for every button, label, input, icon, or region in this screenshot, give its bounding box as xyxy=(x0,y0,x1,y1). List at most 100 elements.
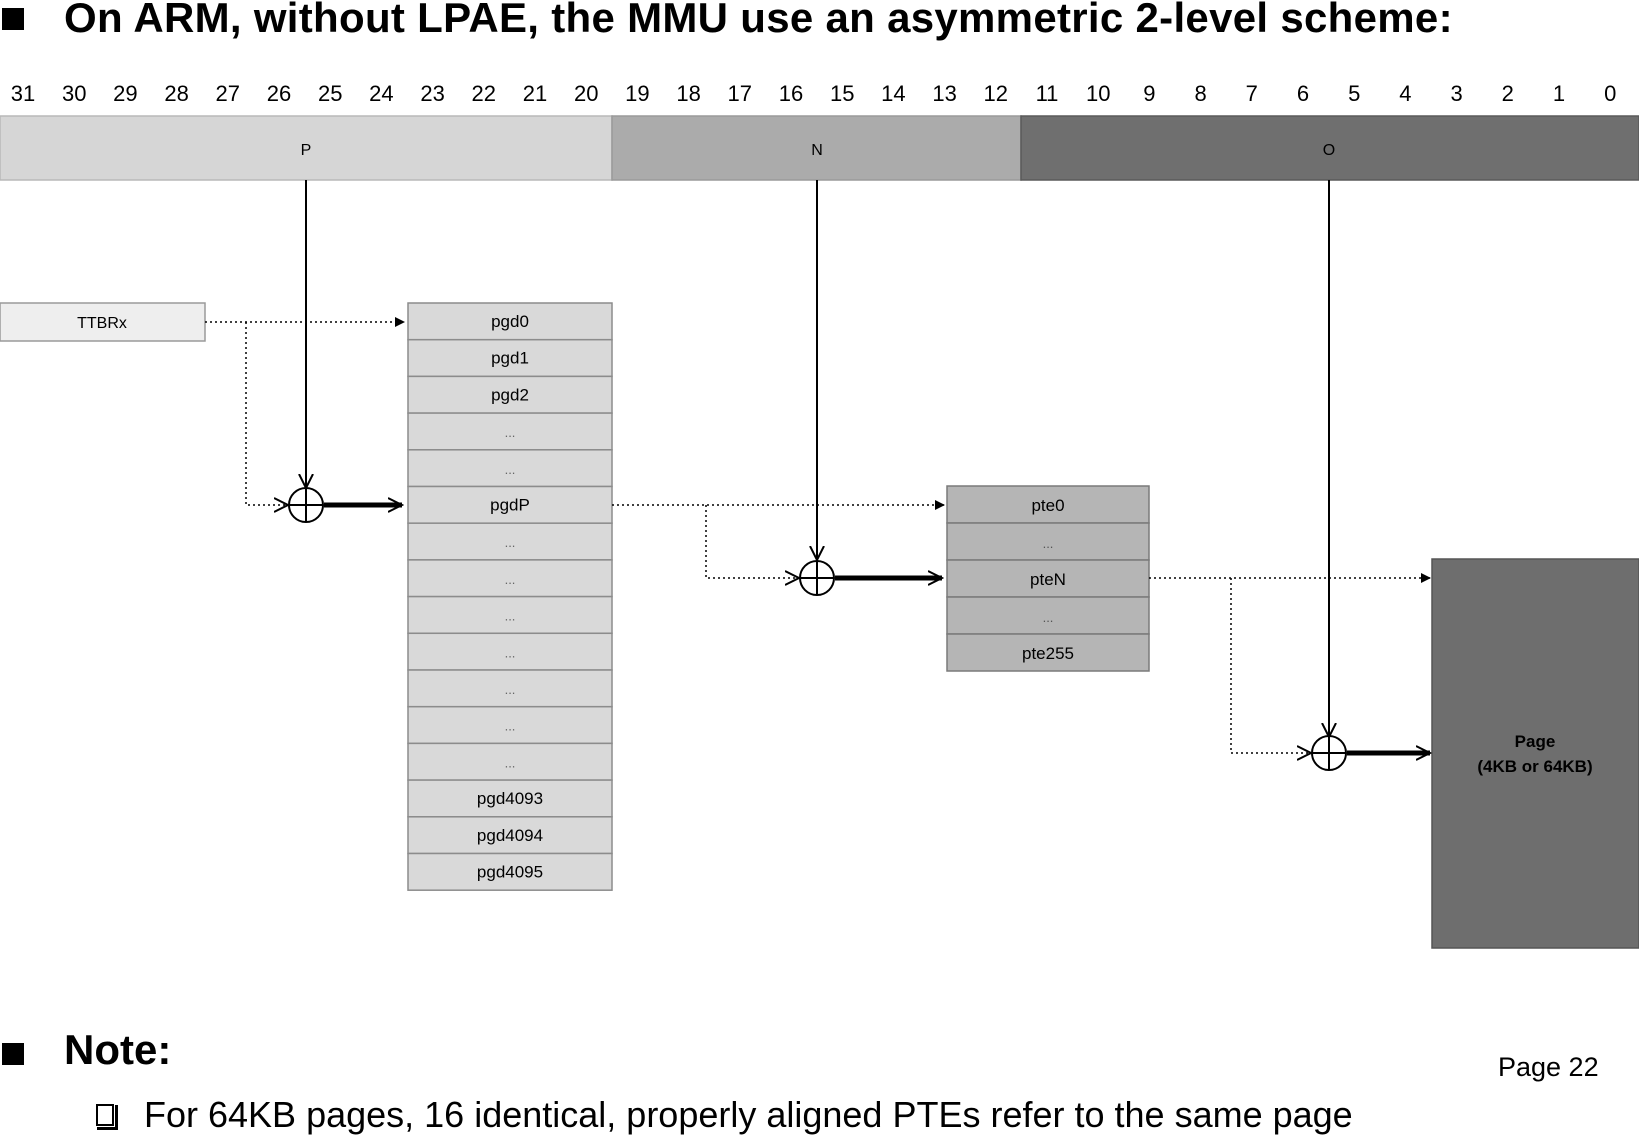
page-number: Page 22 xyxy=(1498,1052,1599,1082)
bit-number: 2 xyxy=(1502,81,1514,106)
bit-number: 29 xyxy=(113,81,137,106)
connectors xyxy=(205,180,1430,753)
pgd-row xyxy=(407,522,613,561)
pgd-row xyxy=(407,559,613,598)
pte-row-label: pte255 xyxy=(1022,644,1074,663)
field-p-label: P xyxy=(301,142,312,159)
pte-row-label: pteN xyxy=(1030,570,1066,589)
bit-number: 3 xyxy=(1450,81,1462,106)
page-box xyxy=(1431,558,1639,949)
bit-number: 11 xyxy=(1036,81,1059,106)
pte-row xyxy=(946,522,1150,561)
page-box-line1: Page xyxy=(1515,732,1556,751)
note-heading: Note: xyxy=(64,1026,172,1073)
bit-number: 27 xyxy=(216,81,240,106)
pte-row-label: pte0 xyxy=(1031,496,1064,515)
pgd-row-label: ... xyxy=(505,682,516,697)
pgd-row-label: pgd4095 xyxy=(477,863,543,882)
pgd-row-label: ... xyxy=(505,609,516,624)
bit-number: 15 xyxy=(830,81,854,106)
bit-number: 14 xyxy=(881,81,905,106)
bit-number: 28 xyxy=(164,81,188,106)
adder-2-icon xyxy=(799,560,835,596)
pgd-table: pgd0 pgd1 pgd2...... pgdP..................… xyxy=(407,302,613,891)
pgd-row-label: ... xyxy=(505,755,516,770)
pgd-row-label: pgd1 xyxy=(491,349,529,368)
pgd-row-label: pgd0 xyxy=(491,312,529,331)
pgd-row-label: pgd2 xyxy=(491,385,529,404)
pgd-row xyxy=(407,852,613,891)
field-n xyxy=(611,115,1022,181)
bit-number: 22 xyxy=(472,81,496,106)
pgd-row-label: pgd4093 xyxy=(477,789,543,808)
bit-number: 10 xyxy=(1086,81,1110,106)
field-o xyxy=(1020,115,1639,181)
ttbr-label: TTBRx xyxy=(77,315,127,332)
bit-number: 20 xyxy=(574,81,598,106)
bit-number: 31 xyxy=(11,81,35,106)
pgd-row xyxy=(407,779,613,818)
bit-number: 7 xyxy=(1246,81,1258,106)
bit-number: 18 xyxy=(676,81,700,106)
bit-number: 6 xyxy=(1297,81,1309,106)
bit-number: 19 xyxy=(625,81,649,106)
adder-3-icon xyxy=(1311,735,1347,771)
pgd-row-label: pgd4094 xyxy=(477,826,543,845)
pgd-row xyxy=(407,742,613,781)
bit-number: 26 xyxy=(267,81,291,106)
field-p xyxy=(0,115,613,181)
pgd-row-label: ... xyxy=(505,462,516,477)
ttbr-register: TTBRx xyxy=(0,302,206,342)
page-box-line2: (4KB or 64KB) xyxy=(1477,757,1592,776)
note-item-text: For 64KB pages, 16 identical, properly a… xyxy=(144,1094,1353,1135)
note-bullet xyxy=(2,1043,24,1065)
bit-number: 8 xyxy=(1194,81,1206,106)
bit-number: 12 xyxy=(984,81,1008,106)
pte-row-label: ... xyxy=(1043,610,1054,625)
adders xyxy=(288,487,1347,771)
pte-row xyxy=(946,633,1150,672)
pgd-row xyxy=(407,669,613,708)
title-bullet xyxy=(2,8,24,30)
bit-number: 9 xyxy=(1143,81,1155,106)
bit-number: 1 xyxy=(1553,81,1565,106)
pgd-row xyxy=(407,302,613,341)
bit-number: 25 xyxy=(318,81,342,106)
pte-row-label: ... xyxy=(1043,536,1054,551)
adder-1-icon xyxy=(288,487,324,523)
pgd-row xyxy=(407,705,613,745)
pte-row xyxy=(946,485,1150,524)
pte-row xyxy=(946,596,1150,635)
ttbr-to-adder1-path xyxy=(245,322,288,505)
pgd-row-label: ... xyxy=(505,425,516,440)
bit-number: 5 xyxy=(1348,81,1360,106)
virtual-address-bar: P N O xyxy=(0,115,1639,181)
pgd-row-label: ... xyxy=(505,572,516,587)
bit-number: 0 xyxy=(1604,81,1616,106)
pgdp-to-adder2-path xyxy=(705,505,799,578)
pgd-row xyxy=(407,412,613,451)
pgd-row-label: ... xyxy=(505,535,516,550)
pgd-row-label: ... xyxy=(505,719,516,734)
pte-table: pte0... pteN... pte255 xyxy=(946,485,1150,672)
bit-number: 24 xyxy=(369,81,393,106)
pgd-row xyxy=(407,375,613,414)
page-block: Page (4KB or 64KB) xyxy=(1431,558,1639,949)
pgd-row xyxy=(407,449,613,488)
pgd-row-label: pgdP xyxy=(490,496,530,515)
pten-to-adder3-path xyxy=(1230,578,1311,753)
bit-number: 21 xyxy=(523,81,547,106)
bit-number: 17 xyxy=(728,81,752,106)
bit-number: 23 xyxy=(420,81,444,106)
field-o-label: O xyxy=(1323,142,1335,159)
bit-number: 13 xyxy=(932,81,956,106)
bit-number: 4 xyxy=(1399,81,1411,106)
pgd-row xyxy=(407,338,613,378)
hollow-square-bullet-icon xyxy=(96,1104,118,1130)
slide-title: On ARM, without LPAE, the MMU use an asy… xyxy=(64,0,1453,41)
bit-number: 16 xyxy=(779,81,803,106)
pgd-row-label: ... xyxy=(505,645,516,660)
pgd-row xyxy=(407,816,613,855)
